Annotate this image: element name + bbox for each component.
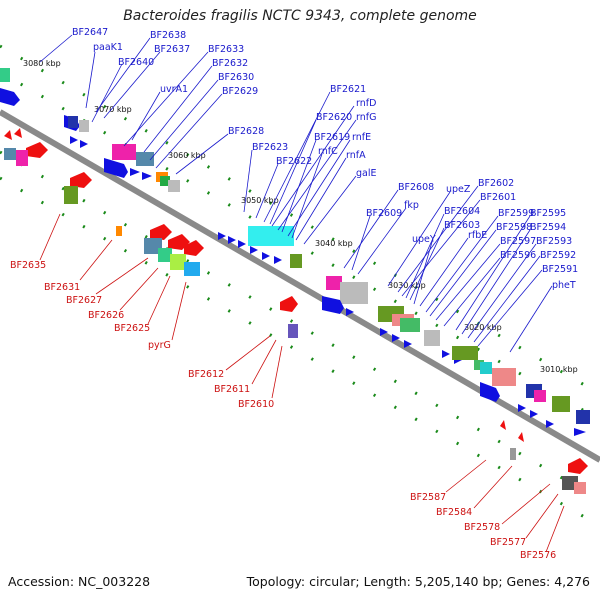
gene-label-forward: rfbE: [468, 230, 487, 241]
gene-label-forward: BF2621: [330, 84, 366, 95]
gene-label-forward: BF2622: [276, 156, 312, 167]
scale-labels: 3080 kbp 3070 kbp 3060 kbp 3050 kbp 3040…: [23, 59, 578, 374]
gene-label-forward: BF2632: [212, 58, 248, 69]
topology-text: Topology: circular; Length: 5,205,140 bp…: [246, 574, 590, 589]
gene-label-forward: BF2628: [228, 126, 264, 137]
gene-label-forward: BF2630: [218, 72, 254, 83]
scale-label: 3020 kbp: [464, 323, 502, 332]
scale-label: 3070 kbp: [94, 105, 132, 114]
gene-label-forward: BF2602: [478, 178, 514, 189]
genome-backbone: [0, 109, 600, 463]
gene-label-forward: BF2609: [366, 208, 402, 219]
gene-label-forward: BF2623: [252, 142, 288, 153]
gene-label-reverse: BF2578: [464, 522, 500, 533]
scale-label: 3060 kbp: [168, 151, 206, 160]
gene-label-forward: BF2596: [500, 250, 536, 261]
gene-label-forward: BF2629: [222, 86, 258, 97]
gene-label-forward: upeZ: [446, 184, 471, 195]
gene-label-forward: BF2597: [500, 236, 536, 247]
gene-label-forward: BF2598: [496, 222, 532, 233]
gene-label-forward: BF2608: [398, 182, 434, 193]
gene-label-forward: pheT: [552, 280, 576, 291]
gene-label-forward: uvrA1: [160, 84, 188, 95]
forward-leaders: [39, 34, 553, 353]
gene-label-forward: BF2592: [540, 250, 576, 261]
forward-features: [0, 68, 590, 436]
gene-label-forward: BF2638: [150, 30, 186, 41]
gene-label-forward: BF2591: [542, 264, 578, 275]
gene-label-reverse: BF2610: [238, 399, 274, 410]
gene-label-forward: BF2601: [480, 192, 516, 203]
gene-label-forward: BF2595: [530, 208, 566, 219]
scale-label: 3030 kbp: [388, 281, 426, 290]
gene-label-reverse: BF2627: [66, 295, 102, 306]
gene-label-forward: BF2640: [118, 57, 154, 68]
gene-label-forward: BF2593: [536, 236, 572, 247]
genome-title: Bacteroides fragilis NCTC 9343, complete…: [123, 8, 477, 24]
gene-label-forward: BF2620: [316, 112, 352, 123]
reverse-labels: BF2635 BF2631 BF2627 BF2626 BF2625 pyrG …: [10, 260, 556, 561]
gene-label-forward: upeY: [412, 234, 436, 245]
accession-text: Accession: NC_003228: [8, 574, 151, 589]
gene-label-forward: paaK1: [93, 42, 123, 53]
gene-label-reverse: BF2612: [188, 369, 224, 380]
forward-labels: BF2647 paaK1 BF2638 BF2637 BF2640 BF2633…: [72, 27, 578, 291]
scale-label: 3050 kbp: [241, 196, 279, 205]
gene-label-reverse: BF2626: [88, 310, 124, 321]
gene-label-forward: BF2619: [314, 132, 350, 143]
gene-label-reverse: BF2577: [490, 537, 526, 548]
gene-label-forward: BF2603: [444, 220, 480, 231]
reverse-features: [4, 128, 588, 494]
gene-label-forward: rnfE: [352, 132, 371, 143]
scale-label: 3080 kbp: [23, 59, 61, 68]
gene-label-reverse: BF2584: [436, 507, 472, 518]
gene-label-reverse: BF2611: [214, 384, 250, 395]
gene-label-forward: BF2604: [444, 206, 480, 217]
gene-label-reverse: pyrG: [148, 340, 171, 351]
gene-label-forward: BF2633: [208, 44, 244, 55]
scale-label: 3010 kbp: [540, 365, 578, 374]
gene-label-forward: rnfC: [318, 146, 338, 157]
gene-label-forward: BF2599: [498, 208, 534, 219]
gene-label-reverse: BF2631: [44, 282, 80, 293]
gene-label-forward: rnfG: [356, 112, 376, 123]
gene-label-reverse: BF2587: [410, 492, 446, 503]
gene-label-forward: BF2647: [72, 27, 108, 38]
reverse-leaders: [39, 213, 565, 553]
gene-label-forward: BF2637: [154, 44, 190, 55]
gene-label-forward: galE: [356, 168, 377, 179]
gene-label-reverse: BF2625: [114, 323, 150, 334]
gene-label-forward: rnfA: [346, 150, 366, 161]
gene-label-forward: rnfD: [356, 98, 376, 109]
gene-label-forward: fkp: [404, 200, 419, 211]
scale-label: 3040 kbp: [315, 239, 353, 248]
gene-label-reverse: BF2576: [520, 550, 556, 561]
gene-label-reverse: BF2635: [10, 260, 46, 271]
gene-label-forward: BF2594: [530, 222, 566, 233]
